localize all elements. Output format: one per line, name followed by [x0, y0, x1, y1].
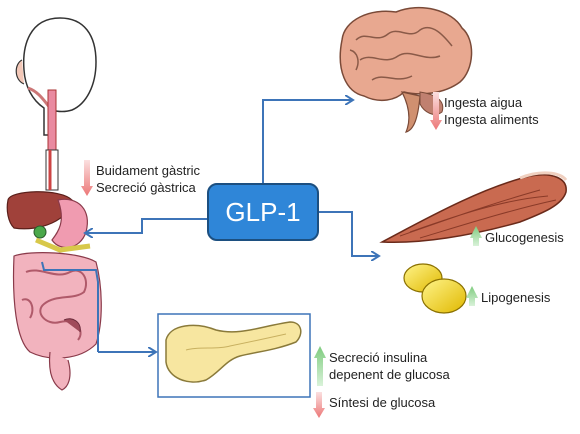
arrow-to-muscle: [319, 211, 378, 256]
down-arrow-glucose: [313, 392, 325, 418]
pancreas-effect-insulin: Secreció insulina: [329, 350, 428, 365]
down-arrow-brain: [430, 92, 442, 130]
fat-effect-label: Lipogenesis: [481, 290, 551, 305]
pancreas-effect-glucose-dependent: depenent de glucosa: [329, 367, 450, 382]
muscle-illustration: [379, 171, 568, 244]
up-arrow-muscle: [470, 226, 482, 246]
arrow-to-brain: [262, 100, 352, 183]
stomach-effect-emptying: Buidament gàstric: [96, 163, 201, 178]
down-arrow-stomach: [81, 160, 93, 196]
muscle-effect-label: Glucogenesis: [485, 230, 564, 245]
brain-effect-water: Ingesta aigua: [444, 95, 523, 110]
brain-effect-food: Ingesta aliments: [444, 112, 539, 127]
human-body-illustration: [6, 17, 102, 391]
pancreas-illustration: [165, 321, 302, 383]
pancreas-effect-glucose-synthesis: Síntesi de glucosa: [329, 395, 436, 410]
fat-cells-illustration: [403, 263, 467, 314]
up-arrow-insulin: [314, 346, 326, 386]
arrow-to-stomach: [86, 218, 207, 233]
glp1-box: GLP-1: [207, 183, 319, 241]
up-arrow-fat: [466, 286, 478, 306]
stomach-effect-secretion: Secreció gàstrica: [96, 180, 196, 195]
